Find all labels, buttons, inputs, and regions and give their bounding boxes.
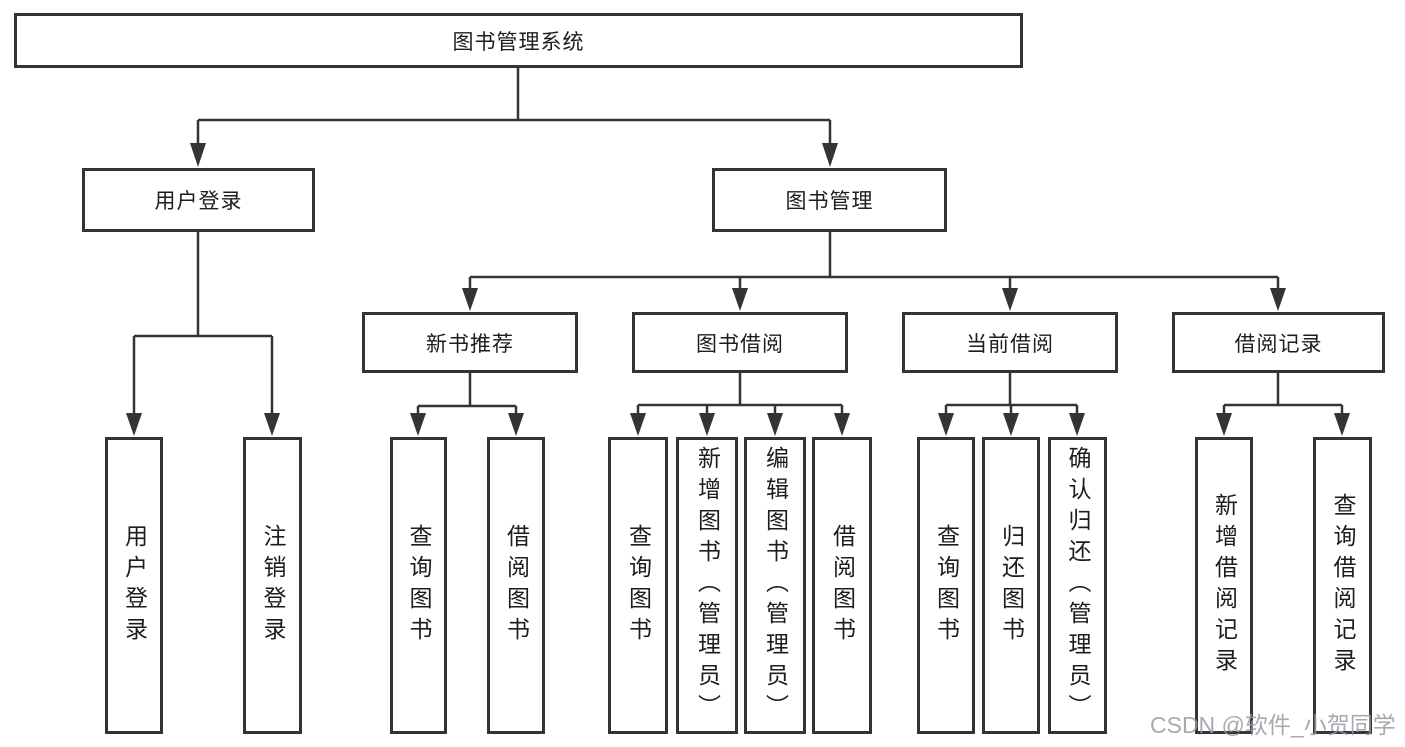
arrowhead-icon — [1270, 288, 1286, 311]
node-label: 查询借阅记录 — [1330, 492, 1356, 679]
node-user-login: 用户登录 — [82, 168, 315, 232]
node-label: 查询图书 — [933, 523, 960, 648]
leaf-return-books: 归还图书 — [982, 437, 1040, 734]
node-label: 借阅图书 — [503, 523, 530, 648]
arrowhead-icon — [822, 143, 838, 167]
arrowhead-icon — [1334, 413, 1350, 436]
connector-root-to-level2 — [196, 68, 832, 146]
arrowhead-icon — [834, 413, 850, 436]
node-new-book-recommend: 新书推荐 — [362, 312, 578, 373]
node-label: 新增借阅记录 — [1211, 492, 1238, 679]
connector-current-to-leaves — [944, 373, 1079, 414]
leaf-add-borrow-record: 新增借阅记录 — [1195, 437, 1253, 734]
leaf-logout: 注销登录 — [243, 437, 302, 734]
arrowhead-icon — [1002, 288, 1018, 311]
arrowhead-icon — [938, 413, 954, 436]
node-label: 编辑图书（管理员） — [762, 446, 789, 725]
arrowhead-icon — [508, 413, 524, 436]
node-current-borrowing: 当前借阅 — [902, 312, 1118, 373]
arrowhead-icon — [1003, 413, 1019, 436]
connector-newbooks-to-leaves — [416, 373, 518, 414]
node-label: 图书管理系统 — [452, 30, 585, 54]
leaf-query-books-recommend: 查询图书 — [390, 437, 447, 734]
node-library-system: 图书管理系统 — [14, 13, 1023, 68]
leaf-query-books-current: 查询图书 — [917, 437, 975, 734]
arrowhead-icon — [732, 288, 748, 311]
node-label: 用户登录 — [121, 523, 148, 648]
connector-borrowing-to-leaves — [636, 373, 844, 414]
arrowhead-icon — [190, 143, 206, 167]
leaf-borrow-books-recommend: 借阅图书 — [487, 437, 545, 734]
node-label: 当前借阅 — [966, 332, 1054, 356]
arrowhead-icon — [462, 288, 478, 311]
arrowhead-icon — [1069, 413, 1085, 436]
node-book-management: 图书管理 — [712, 168, 947, 232]
arrowhead-icon — [767, 413, 783, 436]
node-label: 归还图书 — [998, 523, 1025, 648]
leaf-borrow-books: 借阅图书 — [812, 437, 872, 734]
arrowhead-icon — [699, 413, 715, 436]
node-book-borrowing: 图书借阅 — [632, 312, 848, 373]
leaf-add-books-admin: 新增图书（管理员） — [676, 437, 738, 734]
node-label: 查询图书 — [406, 523, 432, 648]
arrowhead-icon — [126, 413, 142, 436]
arrowheads — [126, 143, 1350, 436]
leaf-confirm-return-admin: 确认归还（管理员） — [1048, 437, 1107, 734]
connector-userlogin-to-leaves — [132, 232, 274, 414]
leaf-edit-books-admin: 编辑图书（管理员） — [744, 437, 806, 734]
arrowhead-icon — [264, 413, 280, 436]
node-label: 借阅记录 — [1234, 332, 1323, 356]
node-label: 图书借阅 — [696, 332, 784, 356]
node-label: 查询图书 — [625, 523, 652, 648]
node-label: 注销登录 — [260, 523, 286, 648]
node-label: 借阅图书 — [829, 523, 856, 648]
connector-bookmgmt-to-level3 — [468, 232, 1280, 291]
node-label: 新书推荐 — [426, 332, 514, 356]
connector-records-to-leaves — [1222, 373, 1344, 414]
node-label: 新增图书（管理员） — [694, 446, 721, 725]
csdn-watermark: CSDN @软件_小贺同学 — [1150, 712, 1396, 738]
arrowhead-icon — [630, 413, 646, 436]
node-borrowing-records: 借阅记录 — [1172, 312, 1385, 373]
leaf-query-borrow-record: 查询借阅记录 — [1313, 437, 1372, 734]
node-label: 图书管理 — [785, 190, 874, 213]
arrowhead-icon — [410, 413, 426, 436]
node-label: 用户登录 — [154, 190, 243, 213]
node-label: 确认归还（管理员） — [1065, 446, 1091, 725]
leaf-query-books-borrowing: 查询图书 — [608, 437, 668, 734]
arrowhead-icon — [1216, 413, 1232, 436]
leaf-user-login: 用户登录 — [105, 437, 163, 734]
